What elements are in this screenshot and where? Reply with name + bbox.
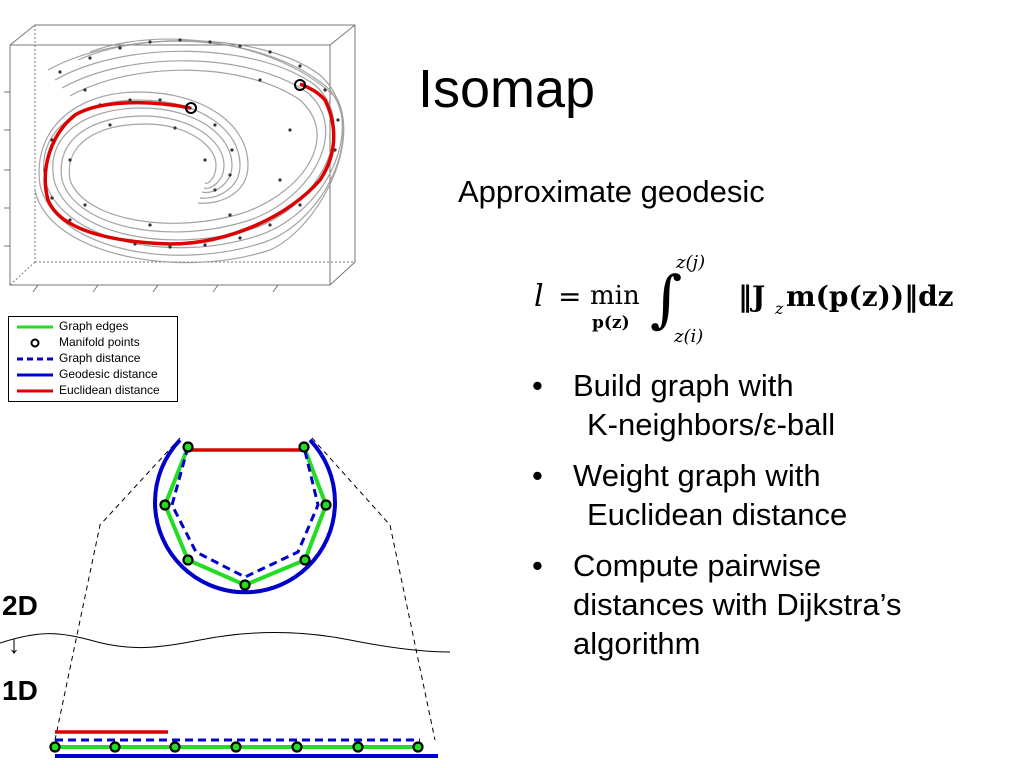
projection-lines: [54, 437, 436, 741]
legend-swatches: [17, 325, 53, 393]
legend-geodesic-distance: Geodesic distance: [59, 367, 158, 381]
slide-title: Isomap: [418, 59, 596, 119]
bullet-build-graph: • Build graph with K-neighbors/ε-ball: [532, 366, 1002, 444]
bullet-line: algorithm: [573, 626, 701, 661]
legend-manifold-points: Manifold points: [59, 335, 140, 349]
bullet-list: • Build graph with K-neighbors/ε-ball • …: [532, 366, 1002, 675]
wavy-separator: [0, 632, 451, 653]
bullet-dot: •: [532, 368, 543, 403]
legend-graph-distance: Graph distance: [59, 351, 141, 365]
integral-sign: ∫: [650, 262, 682, 335]
bullet-dot: •: [532, 548, 543, 583]
down-arrow-icon: ↓: [8, 632, 20, 659]
label-1d: 1D: [2, 675, 38, 706]
swiss-roll-geodesic-path: [43, 82, 336, 246]
label-2d: 2D: [2, 590, 38, 621]
geodesic-formula: l = min p(z) ∫ z(j) z(i) ‖J z m(p(z))‖dz: [534, 252, 954, 347]
start-point: [185, 102, 197, 114]
axis-ticks: [4, 91, 279, 293]
bullet-line: Euclidean distance: [587, 497, 848, 532]
formula-lhs: l: [534, 279, 544, 314]
formula-lower: z(i): [673, 326, 703, 347]
formula-upper: z(j): [675, 252, 705, 273]
bullet-line: distances with Dijkstra’s: [573, 587, 902, 622]
swiss-roll-manifold: [34, 38, 345, 264]
legend-euclidean-distance: Euclidean distance: [59, 383, 160, 397]
end-point: [294, 79, 306, 91]
figure-legend: Graph edges Manifold points Graph distan…: [8, 316, 178, 402]
manifold-points-2d: [159, 441, 332, 591]
bullet-line: Compute pairwise: [573, 548, 822, 583]
formula-min-sub: p(z): [592, 313, 630, 333]
formula-eq: =: [558, 280, 581, 313]
graph-distance-2d: [170, 446, 320, 579]
bullet-line: K-neighbors/ε-ball: [587, 407, 836, 442]
geodesic-arc: [153, 438, 337, 595]
formula-integrand-rest: m(p(z))‖dz: [786, 280, 954, 313]
bullet-line: Build graph with: [573, 368, 794, 403]
formula-integrand: ‖J: [738, 280, 765, 313]
bullet-weight-graph: • Weight graph with Euclidean distance: [532, 456, 1002, 534]
bullet-line: Weight graph with: [573, 458, 821, 493]
formula-min: min: [590, 281, 640, 311]
slide-subtitle: Approximate geodesic: [458, 174, 765, 209]
bullet-compute-distances: • Compute pairwise distances with Dijkst…: [532, 546, 1002, 663]
legend-graph-edges: Graph edges: [59, 319, 129, 333]
formula-integrand-sub: z: [774, 299, 784, 318]
bullet-dot: •: [532, 458, 543, 493]
manifold-points-1d: [49, 741, 424, 753]
isomap-figure: [0, 24, 451, 758]
